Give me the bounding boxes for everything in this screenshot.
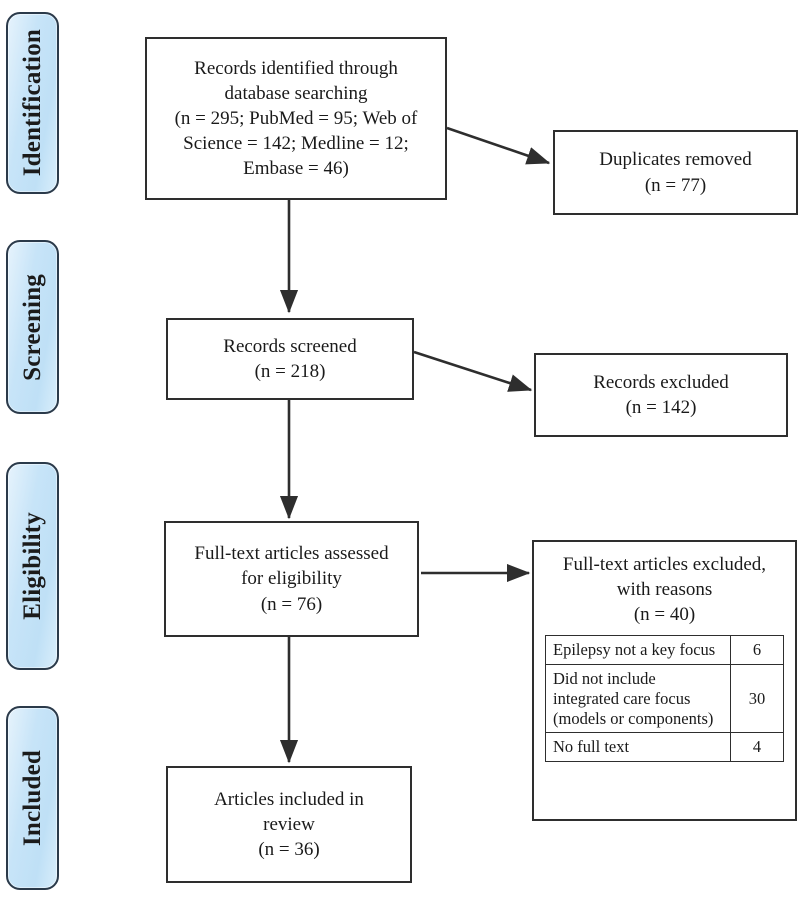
reason-cell-2: Did not include integrated care focus (m… (545, 664, 731, 734)
stage-label-identification: Identification (18, 29, 46, 177)
arrow-identified-to-duplicates (446, 126, 551, 165)
box-records-screened: Records screened (n = 218) (166, 318, 414, 400)
stage-pill-screening: Screening (6, 240, 59, 414)
count-cell-2: 30 (730, 664, 784, 734)
table-row: Epilepsy not a key focus 6 (545, 635, 784, 666)
box-articles-included: Articles included in review (n = 36) (166, 766, 412, 883)
exclusion-reasons-table: Epilepsy not a key focus 6 Did not inclu… (545, 635, 784, 763)
articles-included-line-3: (n = 36) (258, 839, 320, 861)
box-fulltext-assessed: Full-text articles assessed for eligibil… (164, 521, 419, 637)
stage-pill-identification: Identification (6, 12, 59, 194)
articles-included-line-1: Articles included in (214, 788, 364, 810)
arrow-screened-to-excluded (413, 350, 533, 392)
stage-label-included: Included (18, 749, 46, 847)
count-cell-1: 6 (730, 635, 784, 666)
reason-cell-3: No full text (545, 732, 731, 763)
stage-label-eligibility: Eligibility (18, 512, 46, 620)
records-identified-line-4: Science = 142; Medline = 12; (183, 133, 409, 155)
records-excluded-line-1: Records excluded (593, 371, 729, 393)
stage-pill-included: Included (6, 706, 59, 890)
fulltext-excluded-line-3: (n = 40) (633, 604, 696, 626)
fulltext-excluded-line-2: with reasons (616, 579, 713, 601)
fulltext-excluded-line-1: Full-text articles excluded, (562, 554, 767, 575)
records-identified-line-3: (n = 295; PubMed = 95; Web of (174, 107, 418, 129)
records-excluded-line-2: (n = 142) (625, 397, 697, 418)
records-identified-line-2: database searching (224, 82, 368, 104)
duplicates-removed-line-1: Duplicates removed (599, 149, 752, 171)
fulltext-assessed-line-3: (n = 76) (260, 593, 323, 615)
box-records-excluded: Records excluded (n = 142) (534, 353, 788, 437)
box-fulltext-excluded: Full-text articles excluded, with reason… (532, 540, 797, 821)
fulltext-assessed-line-2: for eligibility (241, 568, 342, 590)
box-duplicates-removed: Duplicates removed (n = 77) (553, 130, 798, 215)
reason-cell-1: Epilepsy not a key focus (545, 635, 731, 666)
table-row: Did not include integrated care focus (m… (545, 664, 784, 734)
stage-pill-eligibility: Eligibility (6, 462, 59, 670)
box-records-identified: Records identified through database sear… (145, 37, 447, 200)
records-identified-line-1: Records identified through (194, 57, 398, 79)
records-identified-line-5: Embase = 46) (243, 158, 349, 180)
fulltext-assessed-line-1: Full-text articles assessed (194, 543, 389, 565)
stage-label-screening: Screening (18, 273, 46, 381)
articles-included-line-2: review (263, 813, 315, 835)
duplicates-removed-line-2: (n = 77) (644, 174, 707, 196)
records-screened-line-1: Records screened (223, 335, 357, 357)
records-screened-line-2: (n = 218) (254, 361, 326, 382)
fulltext-excluded-title: Full-text articles excluded, with reason… (545, 552, 784, 627)
table-row: No full text 4 (545, 732, 784, 763)
count-cell-3: 4 (730, 732, 784, 763)
